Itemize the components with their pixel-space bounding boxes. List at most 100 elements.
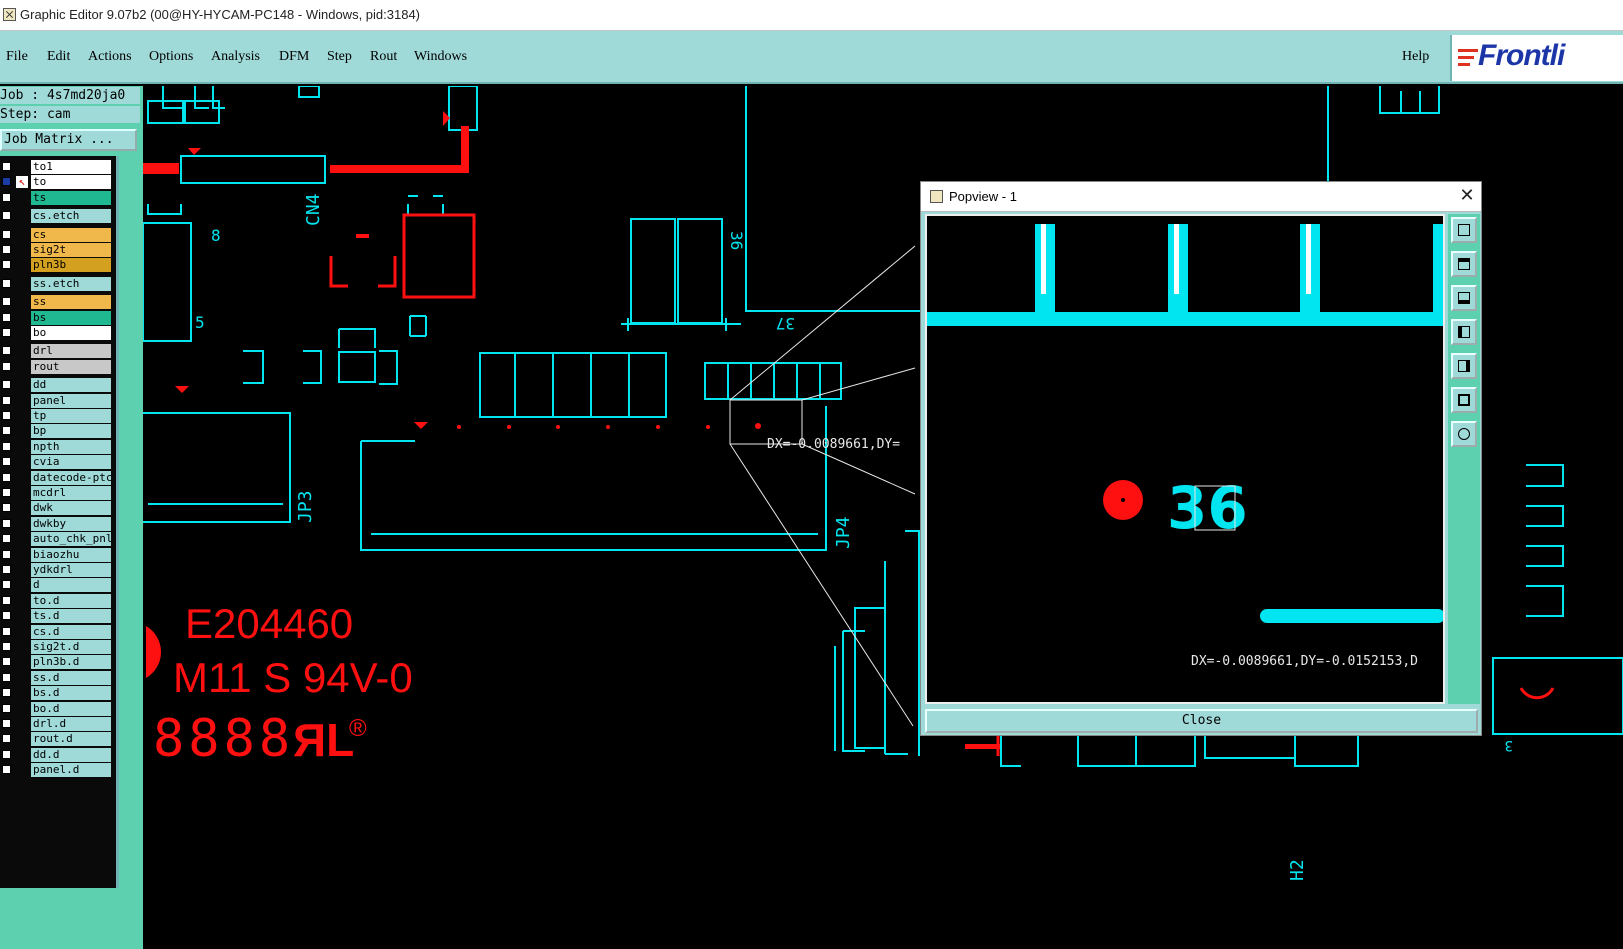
layer-row[interactable]: ✎ss	[0, 295, 112, 310]
layer-checkbox[interactable]	[2, 380, 11, 390]
layer-checkbox[interactable]	[2, 297, 11, 307]
layer-row[interactable]: dwk	[0, 501, 112, 516]
layer-checkbox[interactable]	[2, 457, 11, 467]
layer-row[interactable]: drl.d	[0, 717, 112, 731]
layer-name[interactable]: d	[31, 578, 111, 593]
layer-name[interactable]: cs	[31, 227, 111, 242]
layer-row[interactable]: ✎bo.d	[0, 701, 112, 716]
layer-name[interactable]: ts	[31, 190, 111, 205]
job-matrix-button[interactable]: Job Matrix ...	[0, 129, 137, 151]
layer-name[interactable]: rout	[31, 359, 111, 374]
menu-help[interactable]: Help	[1402, 49, 1430, 64]
layer-name[interactable]: pln3b.d	[31, 655, 111, 670]
layer-checkbox[interactable]	[2, 580, 11, 590]
layer-checkbox[interactable]	[2, 395, 11, 405]
layer-row[interactable]: tp	[0, 409, 112, 423]
layer-checkbox[interactable]	[2, 719, 11, 728]
layer-checkbox[interactable]	[2, 162, 11, 171]
menu-file[interactable]: File	[6, 49, 28, 64]
zoom-right-button[interactable]	[1451, 353, 1477, 379]
layer-name[interactable]: cvia	[31, 455, 111, 470]
layer-name[interactable]: ss	[31, 295, 111, 310]
layer-row[interactable]: ✎to.d	[0, 593, 112, 608]
layer-name[interactable]: tp	[31, 409, 111, 423]
layer-name[interactable]: pln3b	[31, 258, 111, 273]
layer-row[interactable]: ✎sig2t	[0, 243, 112, 257]
layer-checkbox[interactable]	[2, 229, 11, 239]
menu-windows[interactable]: Windows	[414, 49, 468, 64]
layer-name[interactable]: ss.etch	[31, 276, 111, 291]
layer-row[interactable]: ✎bs.d	[0, 686, 112, 701]
layer-row[interactable]: ✎ts.d	[0, 609, 112, 624]
menu-rout[interactable]: Rout	[370, 49, 398, 64]
zoom-left-button[interactable]	[1451, 319, 1477, 345]
layer-name[interactable]: sig2t	[31, 243, 111, 257]
layer-row[interactable]: rout	[0, 359, 112, 374]
zoom-up-button[interactable]	[1451, 251, 1477, 277]
layer-name[interactable]: ss.d	[31, 670, 111, 685]
layer-row[interactable]: ✎cs.d	[0, 624, 112, 639]
layer-row[interactable]: ✎bs	[0, 310, 112, 325]
zoom-fit-button[interactable]	[1451, 387, 1477, 413]
layer-checkbox[interactable]	[2, 411, 11, 420]
layer-row[interactable]: biaozhu	[0, 547, 112, 562]
layer-name[interactable]: datecode-ptc	[31, 470, 111, 485]
layer-row[interactable]: cvia	[0, 455, 112, 470]
layer-name[interactable]: bo	[31, 326, 111, 340]
layer-name[interactable]: dd	[31, 378, 111, 393]
layer-name[interactable]: dwk	[31, 501, 111, 516]
layer-checkbox[interactable]	[2, 278, 11, 288]
layer-checkbox[interactable]	[2, 565, 11, 574]
layer-name[interactable]: npth	[31, 439, 111, 454]
layer-name[interactable]: cs.etch	[31, 209, 111, 224]
layer-checkbox[interactable]	[2, 346, 11, 356]
layer-row[interactable]: drl	[0, 344, 112, 359]
layer-checkbox[interactable]	[2, 245, 11, 254]
zoom-pan-button[interactable]	[1451, 421, 1477, 447]
layer-name[interactable]: ydkdrl	[31, 563, 111, 577]
layer-row[interactable]: mcdrl	[0, 486, 112, 500]
layer-checkbox[interactable]	[2, 534, 11, 544]
layer-name[interactable]: biaozhu	[31, 547, 111, 562]
layer-checkbox[interactable]	[2, 177, 11, 187]
layer-row[interactable]: ✎sig2t.d	[0, 640, 112, 654]
layer-row[interactable]: to1	[0, 160, 112, 174]
layer-name[interactable]: ts.d	[31, 609, 111, 624]
layer-row[interactable]: dwkby	[0, 516, 112, 531]
layer-checkbox[interactable]	[2, 672, 11, 682]
layer-checkbox[interactable]	[2, 503, 11, 513]
menu-options[interactable]: Options	[149, 49, 194, 64]
layer-checkbox[interactable]	[2, 595, 11, 605]
layer-row[interactable]: cs.etch	[0, 209, 112, 224]
layer-name[interactable]: panel.d	[31, 763, 111, 778]
zoom-home-button[interactable]	[1451, 217, 1477, 243]
layer-checkbox[interactable]	[2, 472, 11, 482]
layer-checkbox[interactable]	[2, 192, 11, 202]
layer-row[interactable]: ✎dd	[0, 378, 112, 393]
menu-analysis[interactable]: Analysis	[211, 49, 260, 64]
layer-row[interactable]: ✎bo	[0, 326, 112, 340]
layer-checkbox[interactable]	[2, 211, 11, 221]
layer-checkbox[interactable]	[2, 312, 11, 322]
layer-name[interactable]: to.d	[31, 593, 111, 608]
menu-edit[interactable]: Edit	[47, 49, 71, 64]
layer-row[interactable]: ↖✎to	[0, 175, 112, 190]
layer-checkbox[interactable]	[2, 749, 11, 759]
layer-row[interactable]: ✎ss.d	[0, 670, 112, 685]
layer-checkbox[interactable]	[2, 549, 11, 559]
layer-checkbox[interactable]	[2, 703, 11, 713]
layer-checkbox[interactable]	[2, 488, 11, 497]
popview-canvas[interactable]: 36 DX=-0.0089661,DY=-0.0152153,D	[925, 214, 1445, 704]
layer-row[interactable]: rout.d	[0, 732, 112, 747]
layer-checkbox[interactable]	[2, 361, 11, 371]
layer-name[interactable]: bs	[31, 310, 111, 325]
layer-row[interactable]: d	[0, 578, 112, 593]
layer-row[interactable]: ✎ts	[0, 190, 112, 205]
layer-name[interactable]: rout.d	[31, 732, 111, 747]
layer-checkbox[interactable]	[2, 657, 11, 667]
layer-name[interactable]: panel	[31, 393, 111, 408]
layer-name[interactable]: drl.d	[31, 717, 111, 731]
layer-row[interactable]: ✎panel	[0, 393, 112, 408]
layer-checkbox[interactable]	[2, 328, 11, 337]
layer-checkbox[interactable]	[2, 260, 11, 270]
